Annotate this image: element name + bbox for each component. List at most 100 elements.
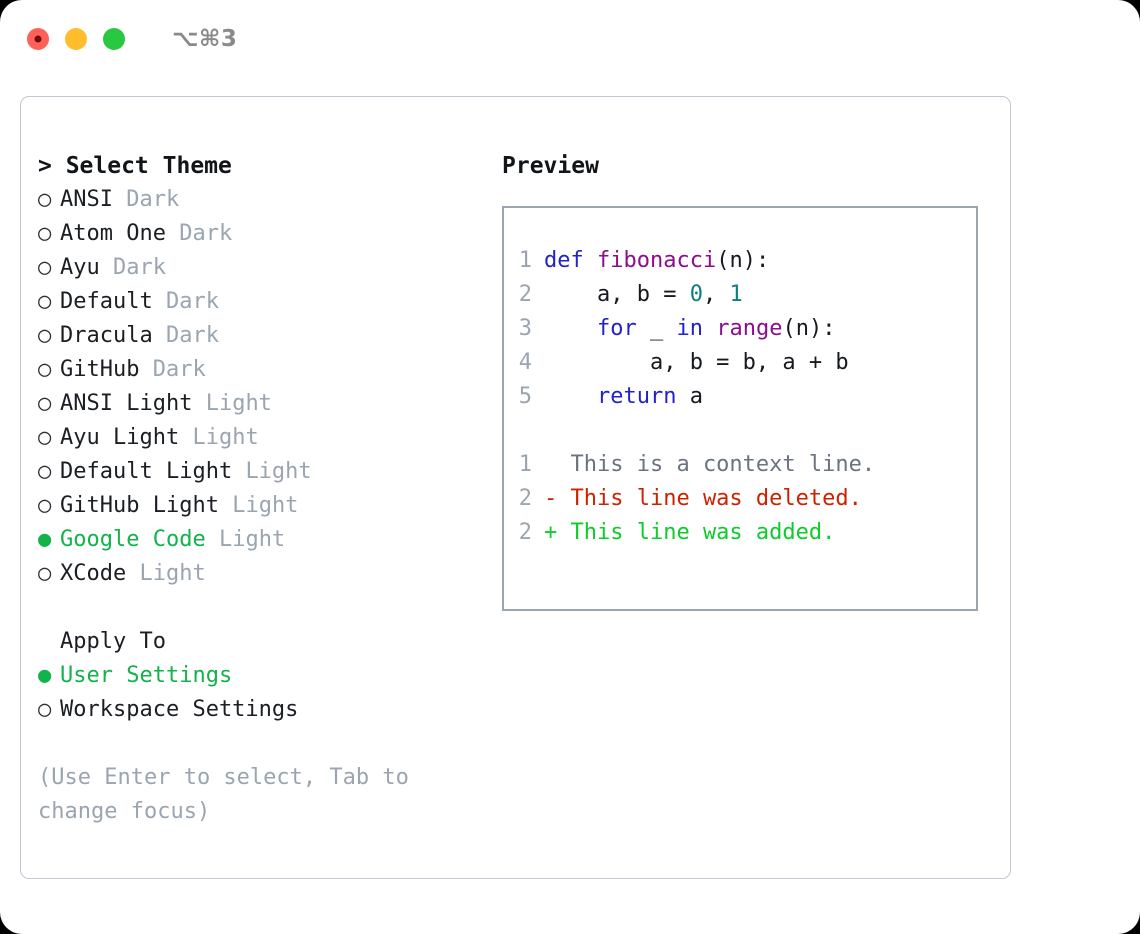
theme-list-item[interactable]: ● Google Code Light bbox=[38, 523, 478, 557]
line-number: 1 bbox=[518, 248, 532, 273]
code-token-plain: (n): bbox=[782, 316, 836, 341]
theme-name: Default Light bbox=[60, 459, 233, 484]
code-token-num: 1 bbox=[729, 282, 743, 307]
line-number: 1 bbox=[518, 452, 532, 477]
theme-name: XCode bbox=[60, 561, 127, 586]
main-panel: > Select Theme ○ANSI Dark○Atom One Dark○… bbox=[20, 96, 1011, 879]
code-token-num: 0 bbox=[689, 282, 703, 307]
theme-variant-label: Dark bbox=[113, 255, 166, 280]
theme-name: GitHub Light bbox=[60, 493, 219, 518]
code-line: 1 def fibonacci(n): bbox=[504, 244, 976, 278]
theme-list-item[interactable]: ○ GitHub Light Light bbox=[38, 489, 478, 523]
close-window-button[interactable] bbox=[27, 28, 49, 50]
theme-name: Dracula bbox=[60, 323, 153, 348]
theme-name: Google Code bbox=[60, 527, 206, 552]
code-token-kw: in bbox=[676, 316, 703, 341]
code-token-kw: return bbox=[596, 384, 677, 409]
theme-variant-label: Light bbox=[205, 391, 272, 416]
diff-text-del: - This line was deleted. bbox=[544, 486, 862, 511]
code-text: def fibonacci(n): bbox=[544, 244, 769, 278]
radio-unselected-icon: ○ bbox=[38, 425, 52, 450]
radio-unselected-icon: ○ bbox=[38, 391, 52, 416]
radio-unselected-icon: ○ bbox=[38, 323, 52, 348]
theme-variant-label: Light bbox=[232, 493, 299, 518]
theme-name: GitHub bbox=[60, 357, 140, 382]
select-theme-heading: > Select Theme bbox=[38, 153, 232, 179]
maximize-window-button[interactable] bbox=[103, 28, 125, 50]
theme-list-item[interactable]: ○ ANSI Light Light bbox=[38, 387, 478, 421]
spacer bbox=[504, 414, 976, 448]
code-text: for _ in range(n): bbox=[544, 312, 835, 346]
apply-to-heading: Apply To bbox=[60, 629, 166, 654]
theme-variant-label: Light bbox=[218, 527, 286, 552]
code-token-fn: fibonacci bbox=[596, 248, 717, 273]
apply-to-label: Workspace Settings bbox=[60, 697, 299, 722]
apply-to-item[interactable]: ○ Workspace Settings bbox=[38, 693, 478, 727]
apply-to-item[interactable]: ● User Settings bbox=[38, 659, 478, 693]
theme-list-item[interactable]: ○XCode Light bbox=[38, 557, 478, 591]
theme-list-item[interactable]: ○ANSI Dark bbox=[38, 183, 478, 217]
line-number: 2 bbox=[518, 520, 532, 545]
diff-line: 2 + This line was added. bbox=[504, 516, 976, 550]
theme-name: Ayu bbox=[60, 255, 100, 280]
code-token-plain: (n): bbox=[716, 248, 770, 273]
theme-list-item[interactable]: ○ Default Light Light bbox=[38, 455, 478, 489]
radio-unselected-icon: ○ bbox=[38, 187, 52, 212]
apply-to-list[interactable]: ● User Settings ○ Workspace Settings bbox=[38, 659, 478, 727]
keyboard-hint-line-1: (Use Enter to select, Tab to bbox=[38, 765, 409, 790]
theme-name: Ayu Light bbox=[60, 425, 180, 450]
code-text: return a bbox=[544, 380, 703, 414]
code-token-plain: _ bbox=[636, 316, 677, 341]
theme-variant-label: Dark bbox=[152, 357, 206, 382]
apply-to-label: User Settings bbox=[60, 663, 233, 688]
code-line: 2 a, b = 0, 1 bbox=[504, 278, 976, 312]
code-token-plain bbox=[544, 384, 597, 409]
line-number: 2 bbox=[518, 486, 532, 511]
code-token-plain bbox=[703, 316, 716, 341]
radio-selected-icon: ● bbox=[38, 527, 52, 552]
line-number: 4 bbox=[518, 350, 532, 375]
radio-unselected-icon: ○ bbox=[38, 289, 52, 314]
theme-variant-label: Dark bbox=[165, 289, 219, 314]
title-bar: ⌥⌘3 bbox=[0, 0, 1140, 78]
theme-list-item[interactable]: ○ Default Dark bbox=[38, 285, 478, 319]
code-token-plain bbox=[544, 316, 597, 341]
theme-list-item[interactable]: ○Atom One Dark bbox=[38, 217, 478, 251]
theme-list-item[interactable]: ○ Ayu Dark bbox=[38, 251, 478, 285]
theme-variant-label: Dark bbox=[165, 323, 219, 348]
keyboard-hint-line-2: change focus) bbox=[38, 799, 211, 824]
theme-picker-column: > Select Theme ○ANSI Dark○Atom One Dark○… bbox=[38, 149, 478, 829]
code-token-plain: a, b = bbox=[544, 282, 690, 307]
radio-unselected-icon: ○ bbox=[38, 697, 52, 722]
diff-text-ctx: This is a context line. bbox=[544, 452, 876, 477]
line-number: 5 bbox=[518, 384, 532, 409]
theme-variant-label: Dark bbox=[179, 221, 233, 246]
spacer bbox=[38, 591, 478, 625]
line-number: 2 bbox=[518, 282, 532, 307]
diff-text-add: + This line was added. bbox=[544, 520, 836, 545]
theme-list-item[interactable]: ○ Dracula Dark bbox=[38, 319, 478, 353]
line-number: 3 bbox=[518, 316, 532, 341]
theme-list-item[interactable]: ○ GitHub Dark bbox=[38, 353, 478, 387]
keyboard-hint: (Use Enter to select, Tab to change focu… bbox=[38, 761, 448, 829]
diff-line: 1 This is a context line. bbox=[504, 448, 976, 482]
theme-list[interactable]: ○ANSI Dark○Atom One Dark ○ Ayu Dark ○ Defaul… bbox=[38, 183, 478, 591]
radio-unselected-icon: ○ bbox=[38, 255, 52, 280]
traffic-light-buttons bbox=[27, 28, 125, 50]
theme-name: ANSI Light bbox=[60, 391, 193, 416]
theme-list-item[interactable]: ○Ayu Light Light bbox=[38, 421, 478, 455]
code-token-kw: def bbox=[544, 248, 597, 273]
code-token-plain: a, b = b, a + b bbox=[544, 350, 849, 375]
radio-selected-icon: ● bbox=[38, 663, 52, 688]
radio-unselected-icon: ○ bbox=[38, 459, 52, 484]
minimize-window-button[interactable] bbox=[65, 28, 87, 50]
radio-unselected-icon: ○ bbox=[38, 493, 52, 518]
theme-variant-label: Light bbox=[245, 459, 312, 484]
theme-name: Default bbox=[60, 289, 153, 314]
code-token-fn: range bbox=[716, 316, 783, 341]
radio-unselected-icon: ○ bbox=[38, 561, 52, 586]
radio-unselected-icon: ○ bbox=[38, 357, 52, 382]
